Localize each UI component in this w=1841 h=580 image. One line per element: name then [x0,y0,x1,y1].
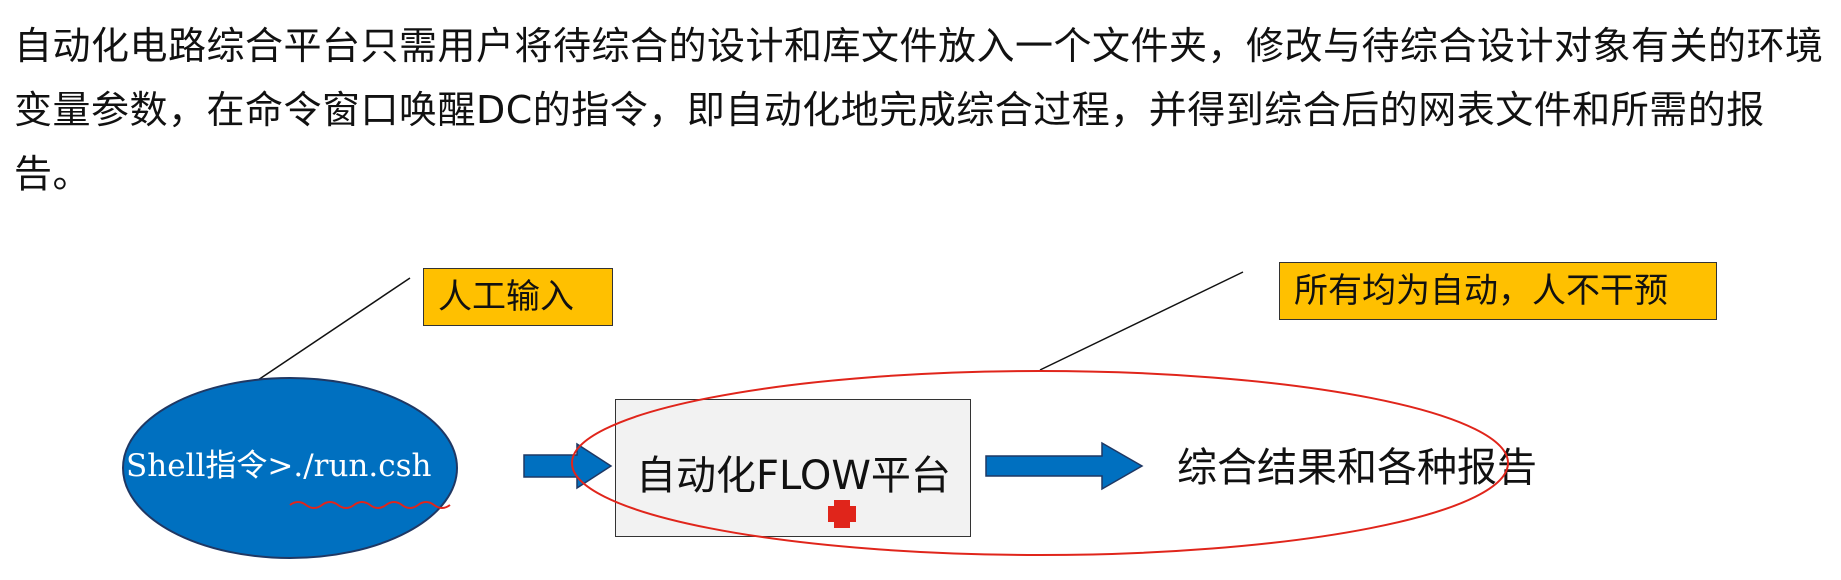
arrow-to-platform [523,442,613,490]
manual-input-leader-line [257,277,411,381]
all-automatic-callout: 所有均为自动，人不干预 [1279,262,1717,320]
arrow-to-output [985,441,1144,491]
squiggle-underline [289,501,451,509]
description-paragraph: 自动化电路综合平台只需用户将待综合的设计和库文件放入一个文件夹，修改与待综合设计… [14,24,1824,196]
flow-platform-label: 自动化FLOW平台 [636,453,951,499]
shell-command-ellipse [122,377,458,559]
auto-leader-line [1039,271,1244,371]
shell-command-label: Shell指令>./run.csh [126,448,432,484]
manual-input-callout: 人工输入 [423,268,613,326]
output-label: 综合结果和各种报告 [1177,445,1537,491]
